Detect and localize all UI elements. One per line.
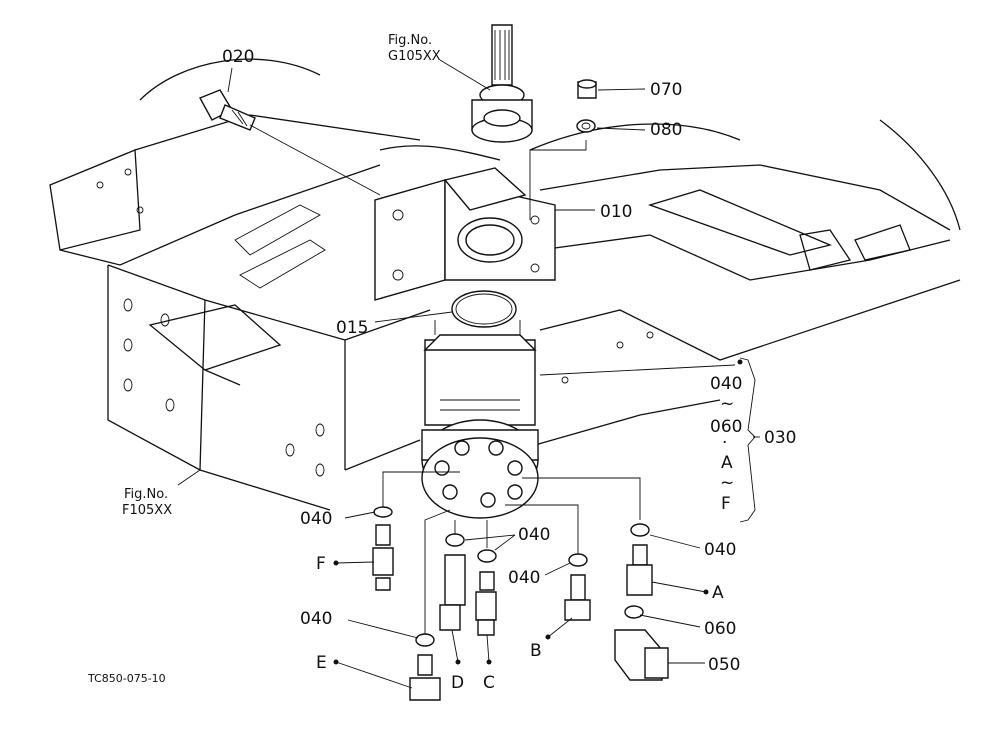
range-to: 060 (710, 417, 742, 437)
port-label-B: B (530, 641, 542, 661)
port-leaders (382, 364, 736, 645)
ref-f105-line2: F105XX (122, 503, 172, 518)
label-010: 010 (600, 202, 632, 222)
label-015: 015 (336, 318, 368, 338)
label-040-mid-b: 040 (508, 568, 540, 588)
range-from: 040 (710, 374, 742, 394)
port-label-A: A (712, 583, 724, 603)
label-070: 070 (650, 80, 682, 100)
port-label-F: F (316, 554, 326, 574)
label-050: 050 (708, 655, 740, 675)
callout-leaders (177, 59, 760, 639)
range-separator: · (722, 433, 727, 453)
port-letter-leaders (333, 359, 743, 689)
label-030: 030 (764, 428, 796, 448)
port-label-D: D (451, 673, 464, 693)
fitting-D (439, 533, 466, 631)
steering-shaft (471, 24, 533, 143)
label-080: 080 (650, 120, 682, 140)
range-port-to: F (721, 494, 731, 514)
label-040-right: 040 (704, 540, 736, 560)
washer-080 (529, 119, 646, 220)
oring-015 (374, 290, 517, 328)
bracket-010 (374, 167, 556, 301)
bolt-020 (199, 89, 381, 196)
elbow-050 (614, 629, 705, 681)
ref-f105-line1: Fig.No. (124, 487, 168, 502)
drawing-code: TC850-075-10 (87, 672, 166, 685)
fitting-F (372, 506, 394, 591)
range-port-from: A (721, 453, 733, 473)
ref-g105-line1: Fig.No. (388, 33, 432, 48)
label-020: 020 (222, 47, 254, 67)
nut-070 (577, 79, 646, 99)
valve-body-030 (421, 320, 539, 519)
label-040-left: 040 (300, 509, 332, 529)
fitting-B (564, 553, 591, 621)
range-tilde-1: ~ (720, 394, 734, 414)
ref-g105-line2: G105XX (388, 49, 441, 64)
label-060: 060 (704, 619, 736, 639)
label-040-mid: 040 (518, 525, 550, 545)
labels: Fig.No. G105XX Fig.No. F105XX 020 070 08… (87, 33, 796, 693)
port-label-C: C (483, 673, 495, 693)
fitting-E (409, 633, 441, 701)
fitting-A (624, 523, 653, 619)
range-tilde-2: ~ (720, 473, 734, 493)
port-label-E: E (316, 653, 327, 673)
fitting-C (475, 549, 497, 636)
label-040-bottom: 040 (300, 609, 332, 629)
chassis-frame (49, 58, 961, 511)
